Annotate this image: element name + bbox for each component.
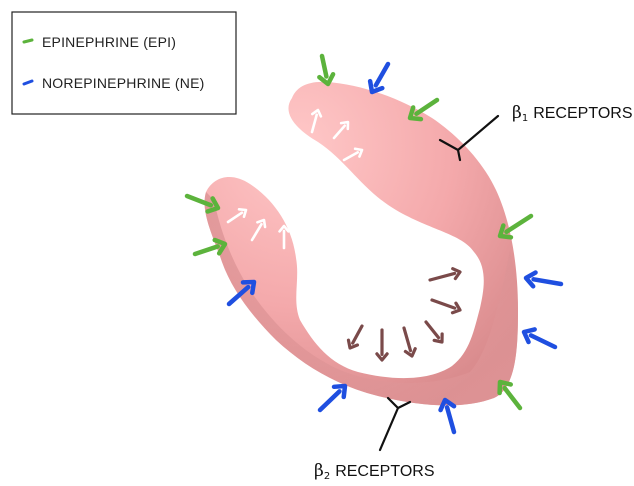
internal-dark-arrow — [348, 326, 362, 348]
epi-arrow — [319, 56, 333, 84]
internal-dark-arrow — [430, 269, 460, 280]
tissue-shape — [205, 82, 518, 405]
epi-arrow — [187, 196, 218, 211]
ne-legend-label: NOREPINEPHRINE (NE) — [42, 75, 204, 91]
ne-arrow — [526, 273, 561, 287]
beta2-receptor-icon — [380, 398, 410, 450]
ne-arrow — [370, 64, 388, 92]
internal-dark-arrow — [404, 328, 415, 356]
ne-arrow — [320, 386, 345, 410]
legend-box — [12, 12, 236, 114]
epi-arrow — [195, 240, 225, 254]
legend: EPINEPHRINE (EPI) NOREPINEPHRINE (NE) — [12, 12, 236, 114]
epi-legend-label: EPINEPHRINE (EPI) — [42, 34, 176, 50]
internal-dark-arrow — [432, 300, 460, 313]
tissue-body — [205, 82, 518, 405]
internal-dark-arrow — [426, 322, 442, 342]
ne-arrow — [524, 329, 555, 347]
internal-dark-arrow — [377, 330, 387, 360]
epi-legend-swatch — [24, 40, 32, 42]
